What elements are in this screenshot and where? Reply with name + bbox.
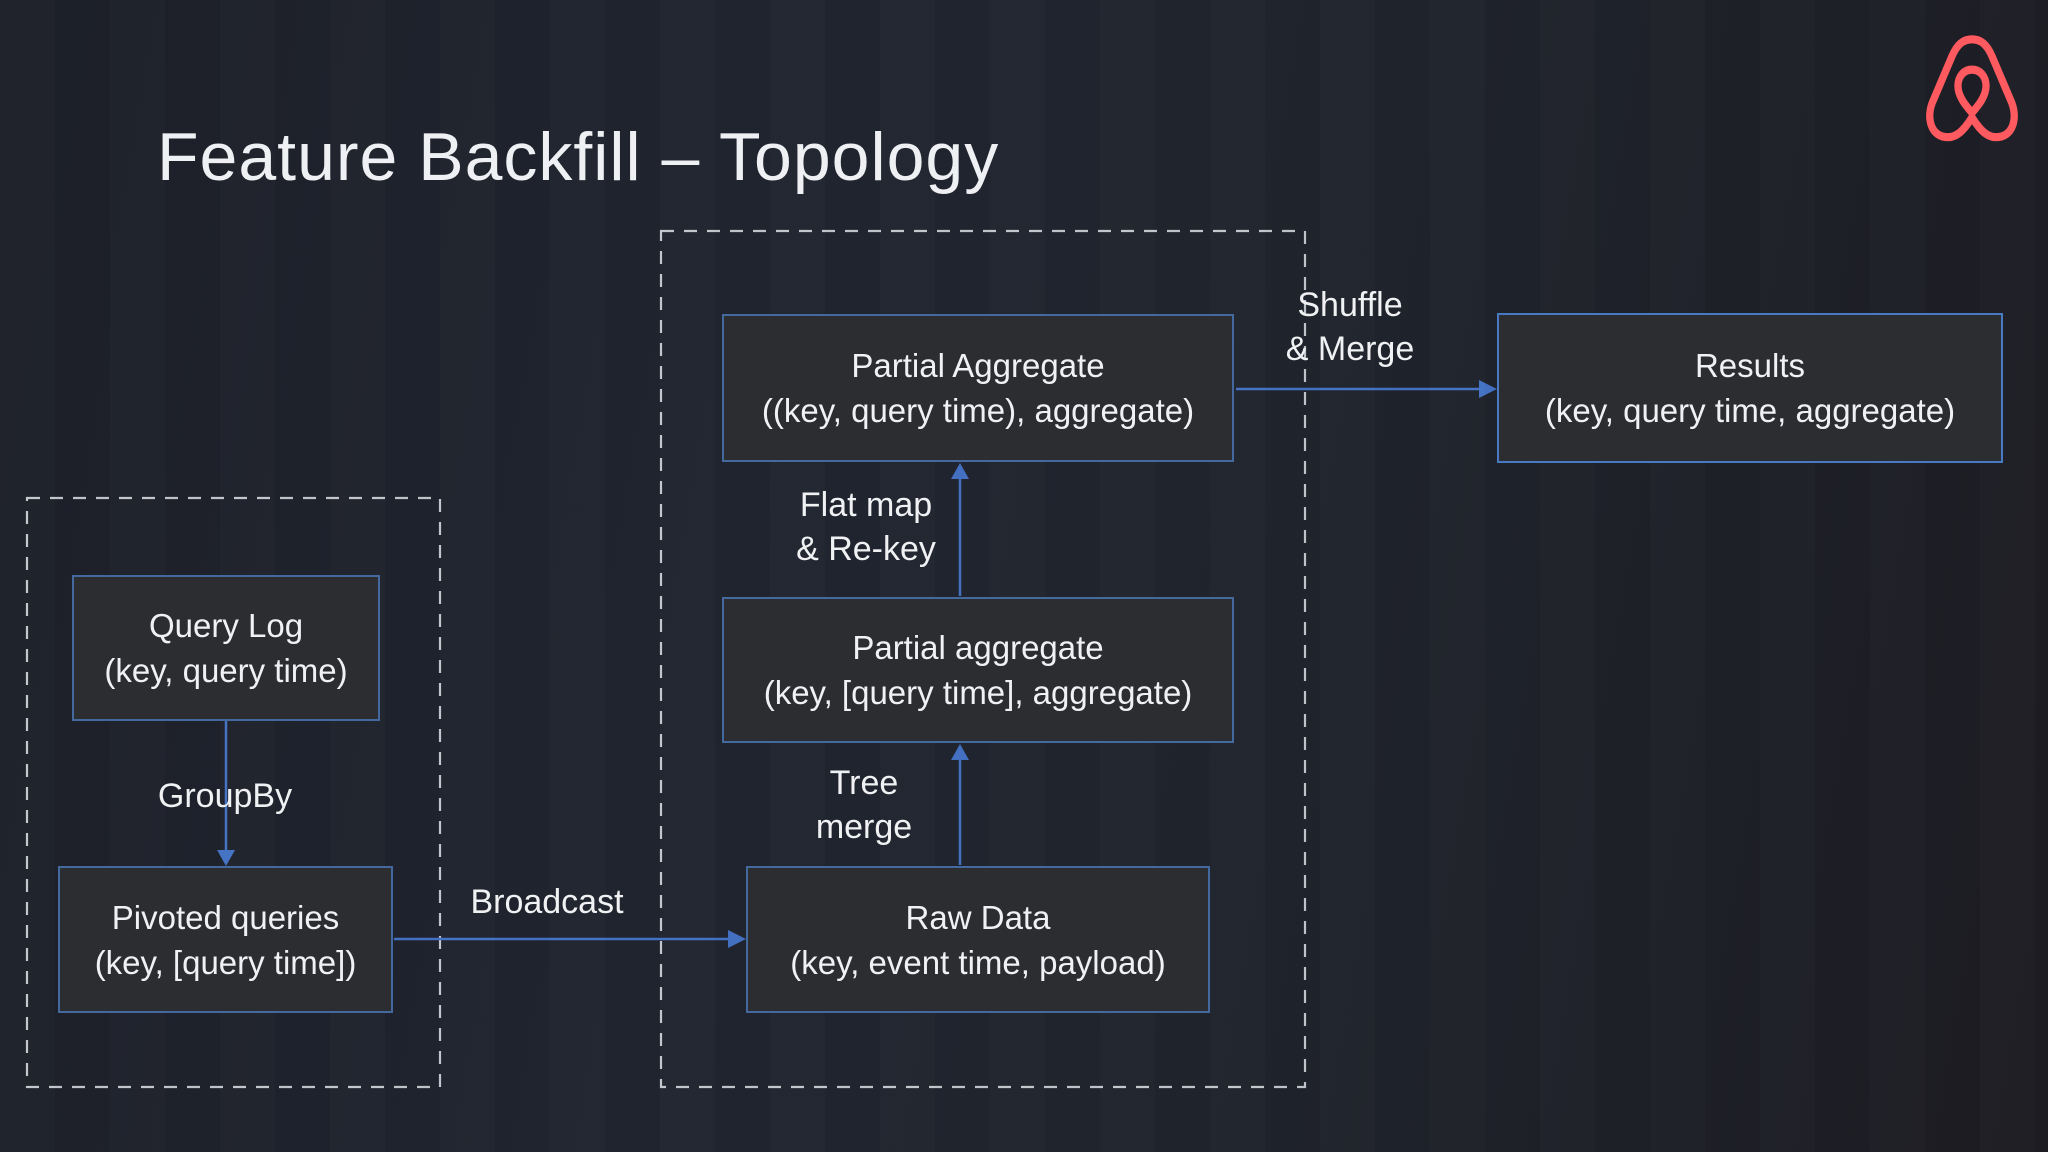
edge-broadcast-arrowhead (728, 930, 746, 948)
edge-groupby-arrowhead (217, 850, 235, 866)
airbnb-logo-outline (1926, 35, 2018, 142)
node-partial-aggregate-mid-subtitle: (key, [query time], aggregate) (763, 674, 1193, 711)
edge-label-tree-merge: Tree merge (815, 764, 913, 846)
edge-shuffle-merge-arrowhead (1479, 380, 1497, 398)
node-results-title: Results (1694, 347, 1806, 384)
node-raw-data-subtitle: (key, event time, payload) (790, 943, 1166, 981)
left-dashed-container (25, 496, 442, 1089)
node-query-log-title: Query Log (148, 607, 304, 644)
slide-title: Feature Backfill – Topology (157, 119, 1000, 195)
node-partial-aggregate-top-subtitle: ((key, query time), aggregate) (761, 392, 1195, 429)
edge-label-groupby: GroupBy (157, 777, 293, 815)
edge-label-broadcast: Broadcast (470, 883, 624, 921)
center-dashed-container (659, 229, 1307, 1089)
node-partial-aggregate-top-title: Partial Aggregate (851, 347, 1105, 384)
node-results: Results (key, query time, aggregate) (1497, 313, 2003, 463)
edge-label-shuffle-merge: Shuffle & Merge (1285, 286, 1415, 368)
node-query-log: Query Log (key, query time) (72, 575, 380, 721)
node-query-log-subtitle: (key, query time) (104, 652, 348, 689)
edge-tree-merge-arrowhead (951, 744, 969, 760)
edge-flat-map-arrowhead (951, 463, 969, 479)
node-raw-data: Raw Data (key, event time, payload) (746, 866, 1210, 1013)
node-results-subtitle: (key, query time, aggregate) (1544, 392, 1956, 429)
edge-label-flat-map: Flat map & Re-key (796, 486, 936, 568)
node-pivoted-queries-subtitle: (key, [query time]) (94, 943, 357, 981)
node-partial-aggregate-mid-title: Partial aggregate (852, 629, 1104, 666)
airbnb-logo (1920, 30, 2024, 164)
node-pivoted-queries-title: Pivoted queries (111, 898, 340, 936)
node-partial-aggregate-mid: Partial aggregate (key, [query time], ag… (722, 597, 1234, 743)
node-raw-data-title: Raw Data (905, 898, 1051, 936)
node-pivoted-queries: Pivoted queries (key, [query time]) (58, 866, 393, 1013)
node-partial-aggregate-top: Partial Aggregate ((key, query time), ag… (722, 314, 1234, 462)
airbnb-logo-loop (1954, 65, 1990, 117)
